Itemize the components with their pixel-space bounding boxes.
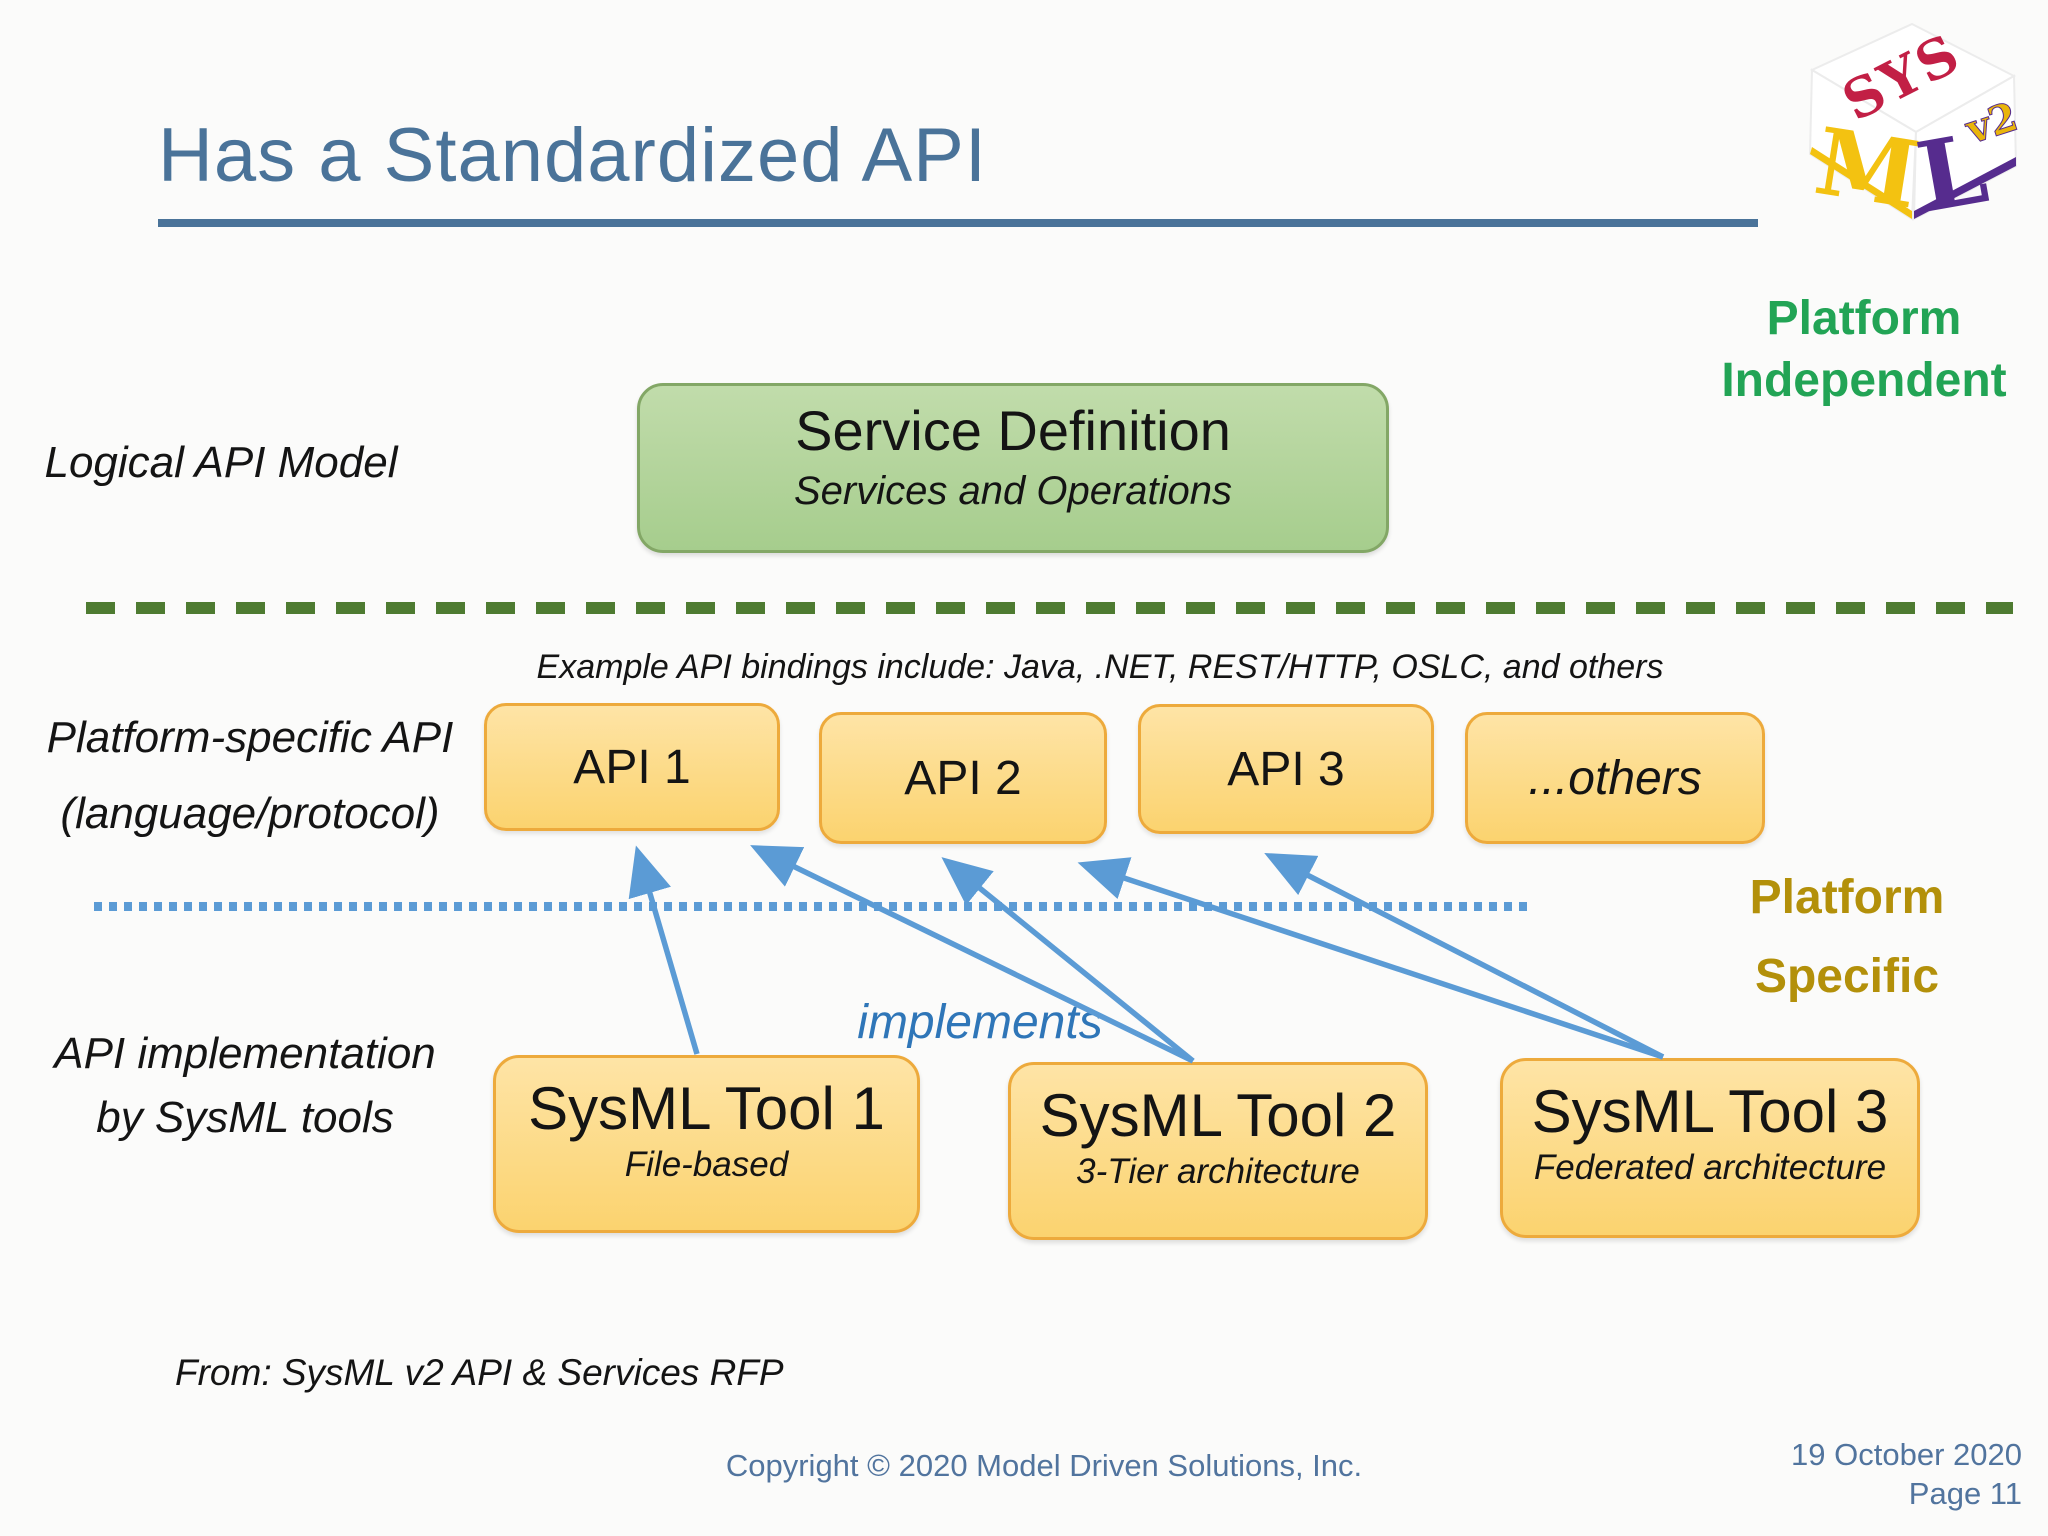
platform-independent-line1: Platform: [1766, 292, 1962, 345]
platform-independent-note: Platform Independent: [1694, 288, 2034, 413]
implements-label: implements: [857, 996, 1103, 1049]
api-3-box: API 3: [1138, 704, 1434, 834]
sysml-tool-2-title: SysML Tool 2: [1039, 1082, 1397, 1149]
api-2-box: API 2: [819, 712, 1107, 844]
logo-cube-left-edge: [1810, 147, 1912, 219]
sysml-tool-1-subtitle: File-based: [624, 1145, 789, 1184]
logo-m-text: M: [1808, 107, 1925, 222]
api-implementation-label-line2: by SysML tools: [96, 1092, 394, 1142]
platform-independent-line2: Independent: [1721, 354, 2007, 408]
platform-boundary-dashed-line: [86, 602, 2013, 614]
source-note: From: SysML v2 API & Services RFP: [175, 1352, 784, 1393]
sysml-tool-3-title: SysML Tool 3: [1531, 1078, 1889, 1145]
api-implementation-label-line1: API implementation: [54, 1029, 436, 1078]
platform-specific-api-label: Platform-specific API (language/protocol…: [20, 700, 480, 851]
platform-specific-api-label-line2: (language/protocol): [60, 788, 440, 838]
sysml-tool-2-subtitle: 3-Tier architecture: [1076, 1152, 1360, 1191]
footer-date-page: 19 October 2020 Page 11: [1791, 1436, 2022, 1514]
title-underline: [158, 219, 1758, 227]
sysml-tool-2-box: SysML Tool 2 3-Tier architecture: [1008, 1062, 1428, 1240]
arrow-tool1-to-api1: [628, 845, 700, 1055]
page-title: Has a Standardized API: [158, 113, 987, 198]
api-others-box: ...others: [1465, 712, 1765, 844]
sysml-tool-3-box: SysML Tool 3 Federated architecture: [1500, 1058, 1920, 1238]
footer-copyright: Copyright © 2020 Model Driven Solutions,…: [725, 1448, 1363, 1483]
sysml-tool-3-subtitle: Federated architecture: [1533, 1148, 1887, 1187]
api-1-box: API 1: [484, 703, 780, 831]
service-definition-subtitle: Services and Operations: [793, 469, 1232, 513]
api-implementation-label: API implementation by SysML tools: [35, 1022, 455, 1150]
api-bindings-note: Example API bindings include: Java, .NET…: [536, 648, 1664, 686]
sysml-tool-1-title: SysML Tool 1: [528, 1075, 885, 1142]
logo-cube-right-edge: [1914, 157, 2016, 219]
arrow-tool3-to-api2: [1077, 857, 1664, 1060]
platform-specific-note: Platform Specific: [1682, 858, 2012, 1016]
platform-specific-line1: Platform: [1749, 871, 1945, 924]
logical-api-model-label: Logical API Model: [44, 438, 398, 487]
sysml-v2-logo-icon: SYS M L v2: [1808, 21, 2024, 222]
service-definition-title: Service Definition: [795, 399, 1231, 462]
footer-date: 19 October 2020: [1791, 1437, 2022, 1472]
platform-specific-api-label-line1: Platform-specific API: [46, 713, 454, 762]
sysml-tool-1-box: SysML Tool 1 File-based: [493, 1055, 920, 1233]
arrow-tool3-to-api3: [1264, 852, 1665, 1060]
platform-specific-line2: Specific: [1754, 950, 1940, 1004]
tool-boundary-dotted-line: [94, 902, 1534, 911]
service-definition-box: Service Definition Services and Operatio…: [637, 383, 1389, 553]
footer-page-number: Page 11: [1908, 1475, 2022, 1511]
